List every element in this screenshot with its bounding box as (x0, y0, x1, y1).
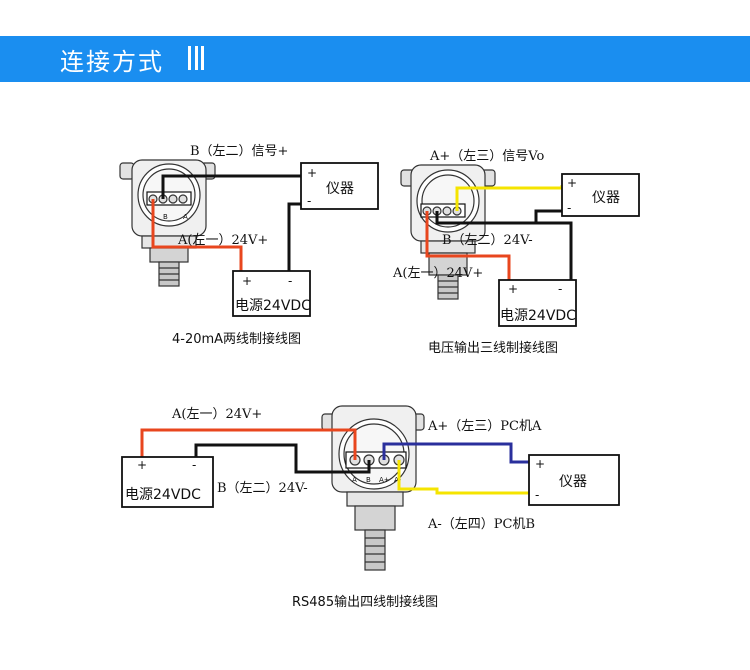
power-plus-2: + (508, 282, 518, 296)
wire-24v-plus-3 (140, 428, 357, 460)
instrument-box-3 (528, 454, 620, 506)
instrument-label: 仪器 (326, 181, 354, 197)
label-aminus-pc: A-（左四）PC机B (427, 517, 535, 532)
power-plus: + (242, 274, 252, 288)
instrument-minus-3: - (535, 488, 539, 502)
power-minus-3: - (192, 458, 196, 472)
terminal-a-3: A (352, 476, 357, 484)
section-title: 连接方式 (60, 48, 164, 76)
wire-24v-minus-3 (194, 443, 371, 474)
label-b-24v-minus-3: B（左二）24V- (217, 481, 308, 496)
caption-3: RS485输出四线制接线图 (292, 594, 438, 610)
label-a-24v-plus-3: A(左一）24V+ (171, 407, 262, 422)
section-header: 连接方式 (0, 36, 750, 82)
wire-24v-minus-power (536, 221, 573, 280)
instrument-plus: + (307, 166, 317, 180)
instrument-plus-3: + (535, 457, 545, 471)
instrument-box-2 (561, 173, 640, 217)
instrument-label-3: 仪器 (559, 474, 587, 490)
diagram-2: + - 仪器 + - 电源24VDC A+（左三）信号Vo B（左二）24V- … (392, 149, 640, 356)
label-a-24v-plus: A(左一）24V+ (392, 266, 483, 281)
power-minus-2: - (558, 282, 562, 296)
diagram-1: B A + - 仪器 + - 电源24VDC B（左二）信号+ A(左一）24V… (119, 144, 379, 347)
wire-24v-plus (151, 199, 243, 271)
instrument-box-1 (300, 162, 379, 210)
instrument-plus-2: + (567, 176, 577, 190)
instrument-minus-2: - (567, 201, 571, 215)
wire-24v-plus-2 (425, 211, 511, 280)
power-label-2: 电源24VDC (500, 308, 576, 324)
label-b-24v-minus: B（左二）24V- (442, 233, 533, 248)
label-b-signal: B（左二）信号+ (190, 144, 288, 159)
power-label: 电源24VDC (235, 298, 311, 314)
power-plus-3: + (137, 458, 147, 472)
diagram-3: A B A+ A- + - 电源24VDC + - 仪器 A(左一）24V+ B… (121, 405, 620, 610)
transmitter-1 (119, 159, 216, 287)
terminal-b-label: B (163, 213, 168, 221)
power-box-1 (232, 270, 311, 317)
power-box-2 (498, 279, 577, 327)
terminal-aplus-3: A+ (379, 476, 390, 484)
terminal-b-3: B (366, 476, 371, 484)
instrument-minus: - (307, 194, 311, 208)
caption-2: 电压输出三线制接线图 (428, 340, 558, 356)
power-minus: - (288, 274, 292, 288)
wire-signal-b (161, 174, 301, 199)
label-aplus-vo: A+（左三）信号Vo (429, 149, 544, 164)
terminal-a-label: A (183, 213, 188, 221)
caption-1: 4-20mA两线制接线图 (172, 331, 301, 347)
label-aplus-pc: A+（左三）PC机A (427, 419, 542, 434)
wire-pc-a (382, 442, 529, 464)
label-a-24v: A(左一）24V+ (177, 233, 268, 248)
transmitter-3 (321, 405, 425, 571)
wire-pc-b (397, 460, 529, 495)
instrument-label-2: 仪器 (592, 190, 620, 206)
power-box-3 (121, 456, 214, 508)
wire-return (287, 202, 301, 271)
header-bars-icon (188, 46, 212, 70)
power-label-3: 电源24VDC (125, 487, 201, 503)
